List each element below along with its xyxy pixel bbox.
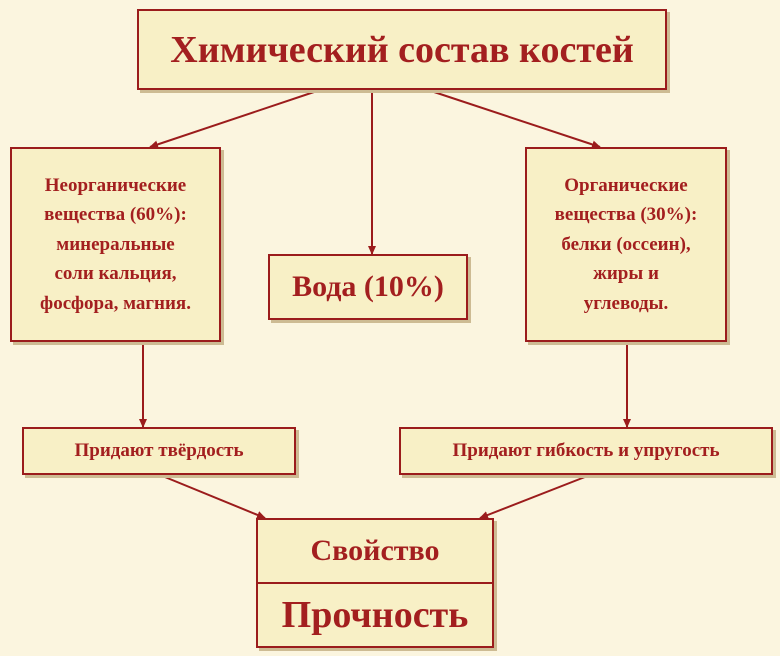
water-label: Вода (10%) [292,270,444,303]
organic-line: Органические [564,174,688,196]
inorganic-line: вещества (60%): [44,204,187,226]
hardness-label: Придают твёрдость [74,440,244,461]
property-box: Свойство Прочность [256,518,494,648]
arrow-flexibility-to-property [479,474,591,519]
arrow-hardness-to-property [159,474,266,519]
inorganic-line: минеральные [56,233,175,255]
organic-substances-box: Органические вещества (30%): белки (оссе… [525,147,727,342]
organic-line: углеводы. [583,292,669,314]
flexibility-label: Придают гибкость и упругость [452,440,720,461]
arrow-to-inorganic [149,89,321,149]
organic-line: вещества (30%): [554,204,698,226]
title-box: Химический состав костей [137,9,667,90]
property-label: Свойство [258,520,492,584]
inorganic-substances-box: Неорганические вещества (60%): минеральн… [10,147,221,342]
diagram-title: Химический состав костей [170,28,634,71]
inorganic-line: Неорганические [44,174,187,196]
property-value: Прочность [281,594,469,636]
water-box: Вода (10%) [268,254,468,320]
organic-line: жиры и [593,263,659,285]
hardness-box: Придают твёрдость [22,427,296,475]
flexibility-box: Придают гибкость и упругость [399,427,773,475]
inorganic-line: соли кальция, [54,263,177,285]
organic-line: белки (оссеин), [561,233,691,255]
inorganic-line: фосфора, магния. [40,292,191,314]
arrow-to-organic [427,89,601,149]
